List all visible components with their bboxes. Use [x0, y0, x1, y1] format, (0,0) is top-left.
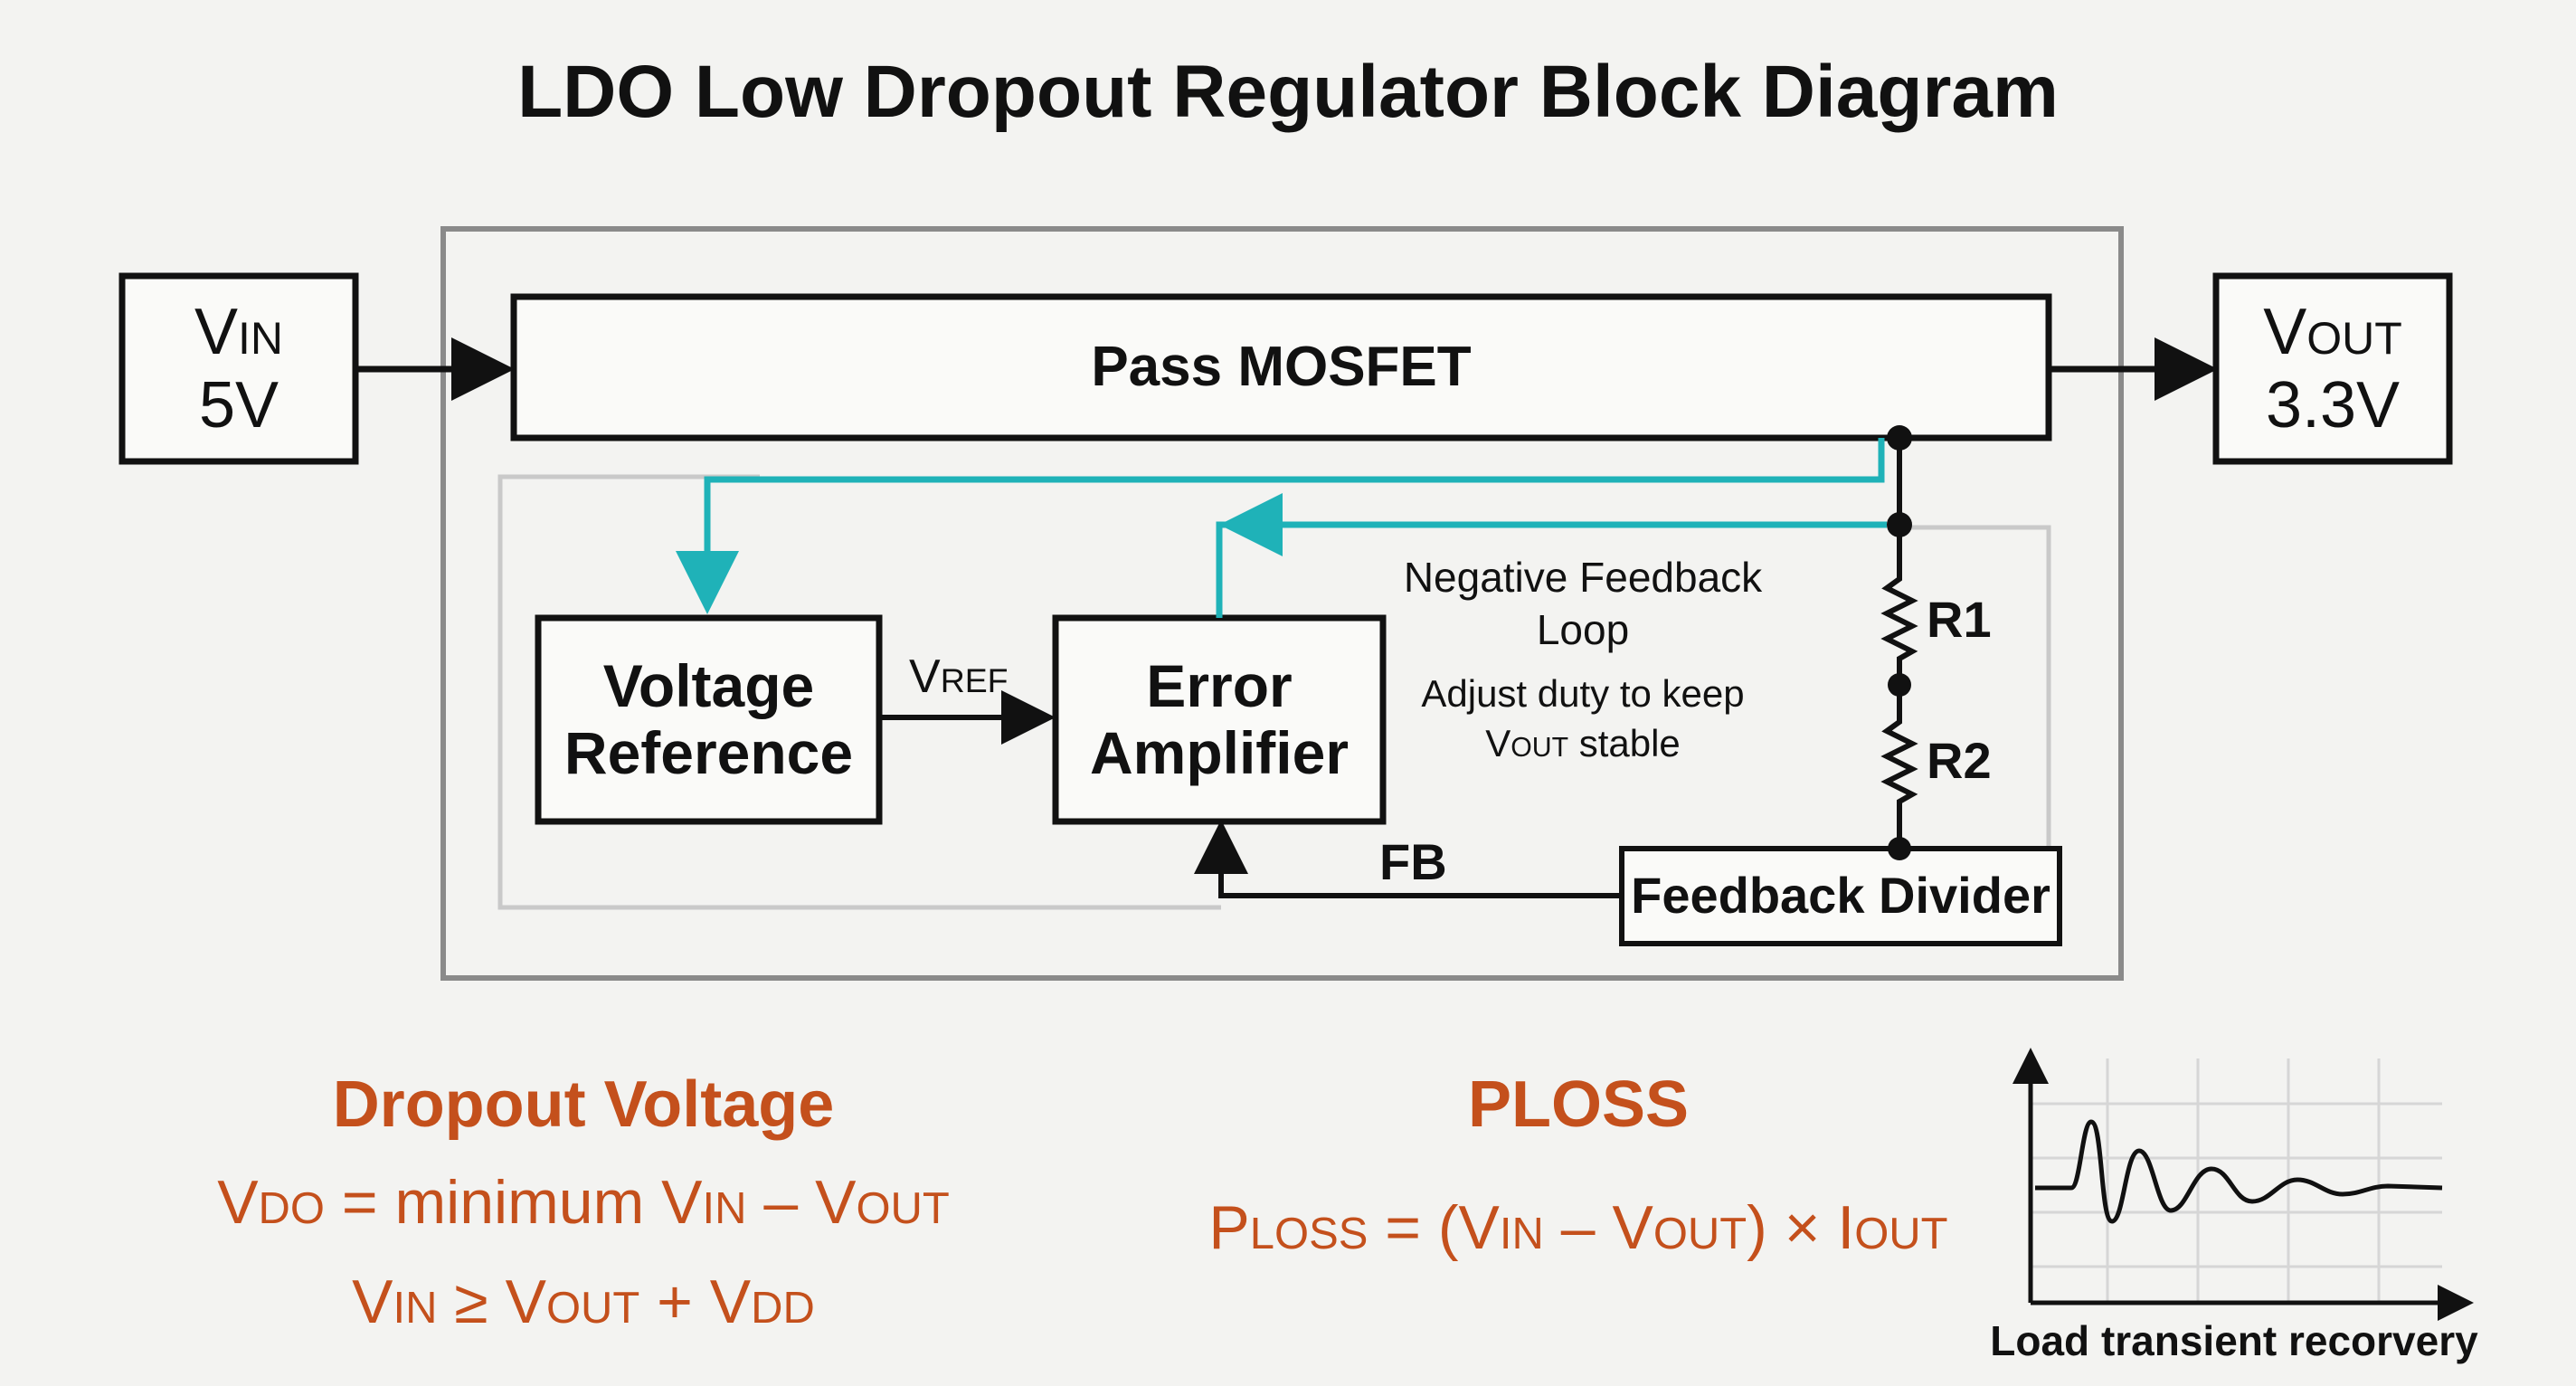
r1-label: R1	[1927, 591, 1992, 648]
pass-mosfet-label: Pass MOSFET	[1091, 336, 1472, 399]
feedback-divider-box: Feedback Divider	[1631, 867, 2050, 925]
r2-label: R2	[1927, 732, 1992, 789]
pass-mosfet-box: Pass MOSFET	[514, 297, 2049, 438]
adjust-note: Adjust duty to keep VOUT stable	[1421, 672, 1745, 764]
node-bottom	[1888, 837, 1911, 860]
vout-box-outline	[2212, 272, 2453, 465]
loop-to-vref	[676, 438, 1885, 614]
ploss-formula: PLOSS = (VIN – VOUT) × IOUT	[1208, 1193, 1948, 1262]
vin-label: VIN	[194, 295, 284, 368]
vin-box-outline	[118, 272, 359, 465]
node-top	[1887, 425, 1912, 451]
feedback-loop-label: Negative Feedback Loop	[1403, 554, 1763, 653]
regulator-frame	[440, 226, 2124, 981]
pass-mosfet-outline	[510, 293, 2052, 441]
page-title: LDO Low Dropout Regulator Block Diagram	[517, 51, 2059, 133]
vout-label: VOUT	[2263, 295, 2402, 368]
vin-value: 5V	[198, 368, 279, 441]
error-amplifier-box: Error Amplifier	[1089, 651, 1350, 786]
inner-frame-left	[497, 474, 1221, 910]
vin-box: VIN 5V	[122, 276, 355, 461]
vout-value: 3.3V	[2265, 368, 2401, 441]
feedback-divider-outline	[1619, 846, 2062, 946]
inner-frame-right	[1899, 525, 2051, 846]
fb-label: FB	[1379, 833, 1447, 890]
resistor-r2	[1880, 715, 1918, 811]
fb-line	[1194, 820, 1622, 898]
vout-box: VOUT 3.3V	[2216, 276, 2449, 461]
transient-waveform	[2035, 1119, 2443, 1224]
dropout-heading: Dropout Voltage	[332, 1068, 835, 1141]
node-mid	[1888, 673, 1911, 697]
graph-caption: Load transient recorvery	[1990, 1317, 2478, 1364]
resistor-r1	[1880, 572, 1918, 668]
dropout-formula-1: VDO = minimum VIN – VOUT	[217, 1168, 950, 1237]
ploss-heading: PLOSS	[1467, 1068, 1690, 1141]
node-tap	[1887, 512, 1912, 537]
voltage-reference-box: Voltage Reference	[564, 651, 854, 786]
dropout-formula-2: VIN ≥ VOUT + VDD	[352, 1267, 815, 1336]
vref-label: VREF	[909, 650, 1009, 703]
transient-graph	[2012, 1048, 2474, 1321]
voltage-reference-outline	[535, 614, 883, 825]
